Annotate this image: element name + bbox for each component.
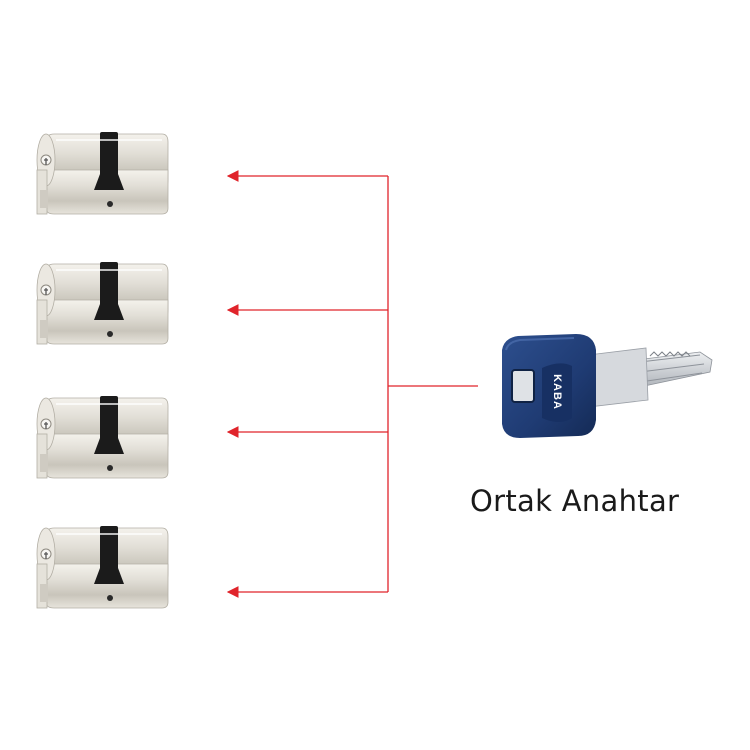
lock-cylinder-icon	[36, 395, 169, 479]
lock-cylinder-icon	[36, 525, 169, 609]
lock-cylinder-icon	[36, 131, 169, 215]
key-icon	[502, 334, 713, 438]
connector-lines	[226, 170, 478, 598]
key-caption: Ortak Anahtar	[470, 484, 680, 518]
lock-cylinder-icon	[36, 261, 169, 345]
key-brand-label: KABA	[551, 374, 563, 410]
